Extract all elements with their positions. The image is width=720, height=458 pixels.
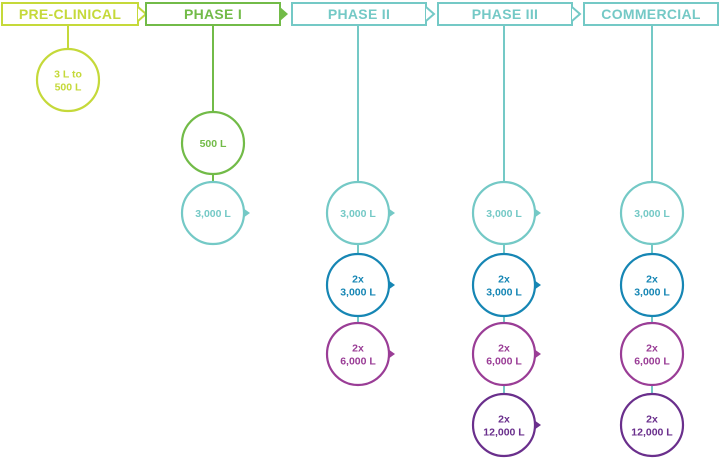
stage-circle (619, 180, 685, 246)
stage-label: 12,000 L (631, 427, 673, 439)
stage-label: 3,000 L (195, 208, 231, 220)
arrow-marker (388, 349, 395, 359)
phase-label: PHASE II (328, 6, 390, 22)
arrow-marker (534, 420, 541, 430)
stage-label: 2x (498, 343, 510, 355)
stage-label: 2x (498, 274, 510, 286)
arrow-marker (534, 280, 541, 290)
stage-label: 12,000 L (483, 427, 525, 439)
stage-label: 2x (352, 343, 364, 355)
stage-label: 3,000 L (486, 287, 522, 299)
stage-label: 2x (498, 414, 510, 426)
stage-circle (180, 110, 246, 176)
phase-label: PHASE III (472, 6, 539, 22)
stage-circle (619, 321, 685, 387)
arrow-marker (388, 280, 395, 290)
stage-label: 2x (646, 274, 658, 286)
stage-label: 2x (646, 343, 658, 355)
stage-label: 6,000 L (634, 356, 670, 368)
stage-label: 3,000 L (634, 208, 670, 220)
phase-label: PRE-CLINICAL (19, 6, 122, 22)
phase-arrow (571, 6, 582, 22)
arrow-marker (388, 208, 395, 218)
stage-label: 3,000 L (634, 287, 670, 299)
phase-arrow (137, 6, 148, 22)
stage-label: 3 L to (54, 69, 82, 81)
stage-label: 2x (646, 414, 658, 426)
stage-label: 6,000 L (486, 356, 522, 368)
phase-arrow (425, 6, 436, 22)
arrow-marker (534, 208, 541, 218)
stage-circle (619, 392, 685, 458)
stage-circle (619, 252, 685, 318)
arrow-marker (534, 349, 541, 359)
stage-label: 3,000 L (340, 287, 376, 299)
phase-arrow (280, 7, 288, 21)
phase-label: PHASE I (184, 6, 242, 22)
stage-label: 6,000 L (340, 356, 376, 368)
arrow-marker (243, 208, 250, 218)
stage-label: 3,000 L (340, 208, 376, 220)
phase-box (583, 2, 719, 26)
stage-label: 2x (352, 274, 364, 286)
stage-circle (35, 47, 101, 113)
phase-label: COMMERCIAL (601, 6, 701, 22)
stage-label: 500 L (200, 138, 227, 150)
stage-label: 3,000 L (486, 208, 522, 220)
stage-label: 500 L (55, 82, 82, 94)
